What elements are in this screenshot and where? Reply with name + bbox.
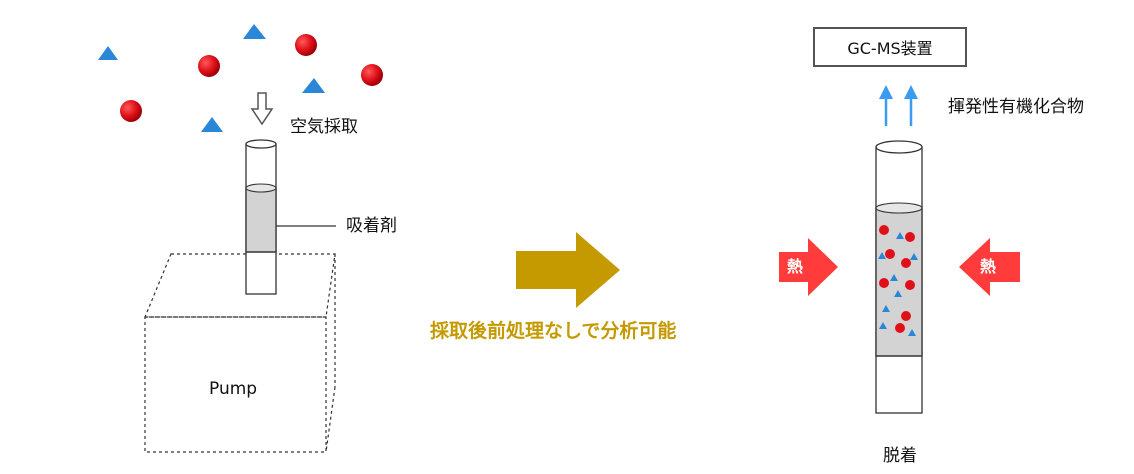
blue-particle [890,274,898,281]
heat-arrow-right [959,238,1020,296]
heat-label-right: 熱 [980,257,997,276]
pump-box [144,253,336,453]
red-particle [198,55,220,77]
blue-particle [908,329,916,336]
desorption-tube [875,140,923,414]
process-arrow [516,232,620,308]
red-particle [901,258,911,268]
adsorbent-bed [245,187,277,253]
red-particle [120,100,142,122]
adsorbent-label: 吸着剤 [346,216,397,236]
blue-particle [882,305,890,312]
blue-particle [201,117,223,132]
blue-particle [894,290,902,297]
red-particle [895,323,905,333]
heat-arrow-left [779,238,838,296]
red-particle [885,249,895,259]
airborne-particles [98,24,383,132]
sampling-tube [245,139,277,295]
blue-particle [896,232,904,239]
intake-arrow [250,92,274,126]
pump-label: Pump [209,379,258,399]
red-particle [905,280,915,290]
red-particle [901,311,911,321]
desorption-label: 脱着 [883,446,917,466]
vapor-arrows [879,85,918,126]
red-particle [879,225,889,235]
blue-particle [879,322,887,329]
blue-particle [98,46,118,60]
heat-label-left: 熱 [787,257,804,276]
red-particle [905,232,915,242]
blue-particle [243,24,266,39]
red-particle [295,34,317,56]
air-sampling-label: 空気採取 [290,117,358,137]
blue-particle [878,252,886,259]
blue-particle [910,253,918,260]
red-particle [361,64,383,86]
adsorbed-particles [878,225,918,336]
gcms-label: GC-MS装置 [847,39,933,58]
vocs-label: 揮発性有機化合物 [948,97,1084,117]
process-caption: 採取後前処理なしで分析可能 [430,320,677,342]
gcms-instrument-box: GC-MS装置 [813,27,967,67]
red-particle [879,278,889,288]
blue-particle [302,78,325,93]
